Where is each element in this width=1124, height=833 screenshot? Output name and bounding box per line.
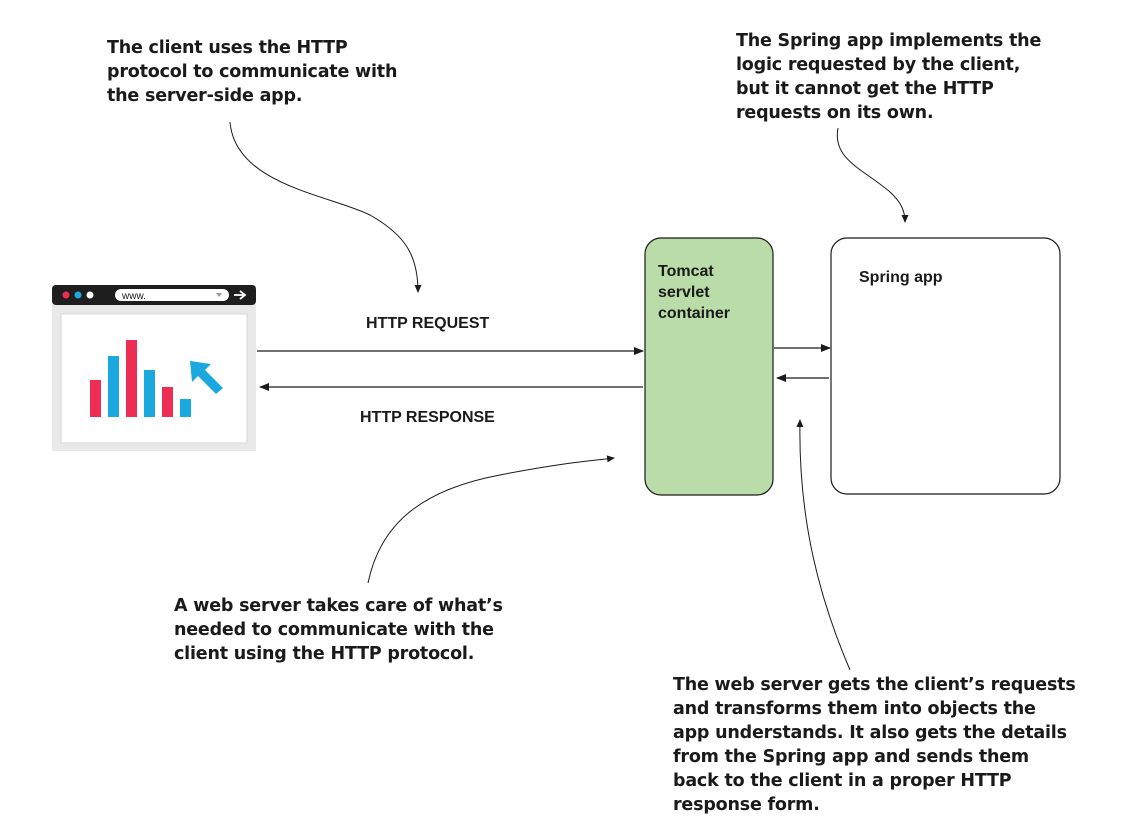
url-dropdown-icon	[216, 293, 222, 297]
annotation-spring-logic: The Spring app implements the logic requ…	[736, 31, 1042, 123]
annotation-client-protocol: The client uses the HTTP protocol to com…	[107, 38, 398, 106]
tomcat-container-box	[644, 237, 774, 496]
http-response-label: HTTP RESPONSE	[360, 409, 495, 426]
browser-url-bar	[115, 289, 229, 301]
window-minimize-dot-icon	[74, 291, 82, 299]
annotation-web-server-http: A web server takes care of what’s needed…	[174, 596, 503, 664]
browser-window: www.	[52, 285, 256, 451]
cursor-arrow-icon	[190, 361, 223, 394]
browser-url-text: www.	[121, 291, 146, 302]
callout-arrow-web-server-transform	[796, 419, 851, 671]
tomcat-box-title: Tomcat servlet container	[658, 263, 731, 322]
chart-bar-2	[108, 356, 119, 417]
callout-arrow-client-protocol	[229, 121, 422, 293]
chart-bar-3	[126, 340, 137, 417]
callout-arrow-spring-logic	[836, 127, 909, 223]
annotation-web-server-transform: The web server gets the client’s request…	[673, 675, 1076, 815]
chart-bar-4	[144, 370, 155, 417]
chart-bar-6	[180, 399, 191, 417]
browser-forward-arrow-icon	[234, 290, 247, 300]
window-close-dot-icon	[62, 291, 70, 299]
window-maximize-dot-icon	[86, 291, 94, 299]
spring-app-box	[830, 237, 1061, 495]
chart-bar-1	[90, 380, 101, 417]
chart-bar-5	[162, 387, 173, 417]
http-request-label: HTTP REQUEST	[366, 315, 490, 332]
spring-box-title: Spring app	[859, 269, 943, 286]
callout-arrow-web-server-http	[367, 455, 615, 584]
